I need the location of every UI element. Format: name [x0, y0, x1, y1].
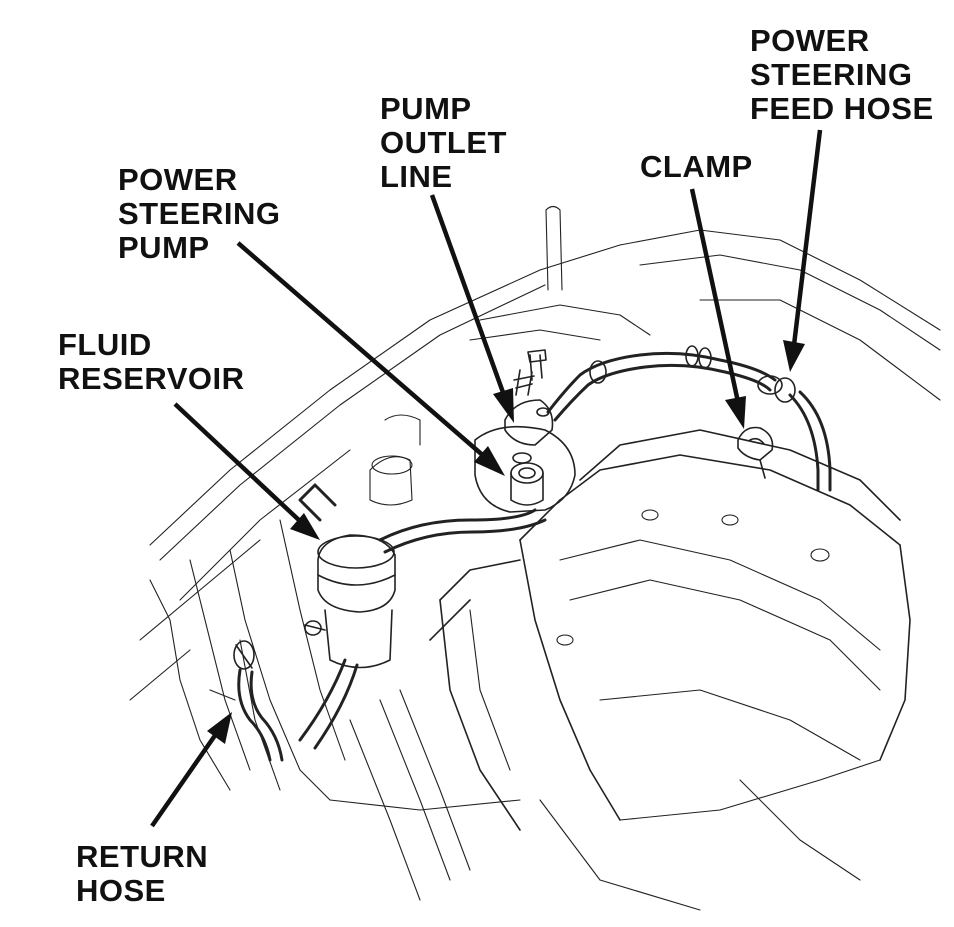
label-fluid-reservoir: FLUID RESERVOIR — [58, 328, 245, 396]
label-power-steering-pump: POWER STEERING PUMP — [118, 163, 280, 265]
clamp-arrowhead — [725, 396, 746, 429]
pump-arrow-line — [236, 241, 488, 460]
label-line: PUMP — [118, 230, 210, 265]
label-line: FEED HOSE — [750, 91, 934, 126]
left-fender-lines — [149, 519, 521, 811]
pump-body — [474, 349, 576, 513]
label-line: STEERING — [750, 57, 913, 92]
label-line: FLUID — [58, 327, 152, 362]
reservoir-arrow-line — [173, 402, 303, 524]
pump-arrowhead — [474, 446, 505, 476]
feed-hose-arrow-line — [791, 129, 823, 346]
label-clamp: CLAMP — [640, 150, 753, 184]
clamp-drawing — [737, 426, 774, 479]
label-line: POWER — [118, 162, 238, 197]
reservoir-arrowhead — [290, 513, 320, 540]
label-line: OUTLET — [380, 125, 507, 160]
label-line: POWER — [750, 23, 870, 58]
label-return-hose: RETURN HOSE — [76, 840, 208, 908]
return-hose-arrowhead — [207, 712, 232, 744]
label-line: LINE — [380, 159, 453, 194]
label-line: HOSE — [76, 873, 166, 908]
label-line: RESERVOIR — [58, 361, 245, 396]
leader-arrows — [150, 129, 823, 828]
reservoir-hoses — [298, 414, 547, 750]
feed-hose-arrowhead — [783, 340, 805, 372]
body-panel-lines — [129, 205, 941, 701]
return-hose-drawing — [209, 640, 284, 762]
label-line: PUMP — [380, 91, 472, 126]
label-line: CLAMP — [640, 149, 753, 184]
outlet-line — [546, 345, 832, 492]
label-line: STEERING — [118, 196, 281, 231]
return-hose-arrow-line — [150, 732, 218, 828]
label-power-steering-feed-hose: POWER STEERING FEED HOSE — [750, 24, 934, 126]
pump-outlet-arrowhead — [493, 388, 514, 423]
engine-block-lines — [349, 429, 911, 911]
clamp-arrow-line — [689, 188, 741, 403]
pump-outlet-arrow-line — [429, 194, 508, 399]
label-pump-outlet-line: PUMP OUTLET LINE — [380, 92, 507, 194]
label-line: RETURN — [76, 839, 209, 874]
reservoir-drawing — [304, 534, 396, 669]
